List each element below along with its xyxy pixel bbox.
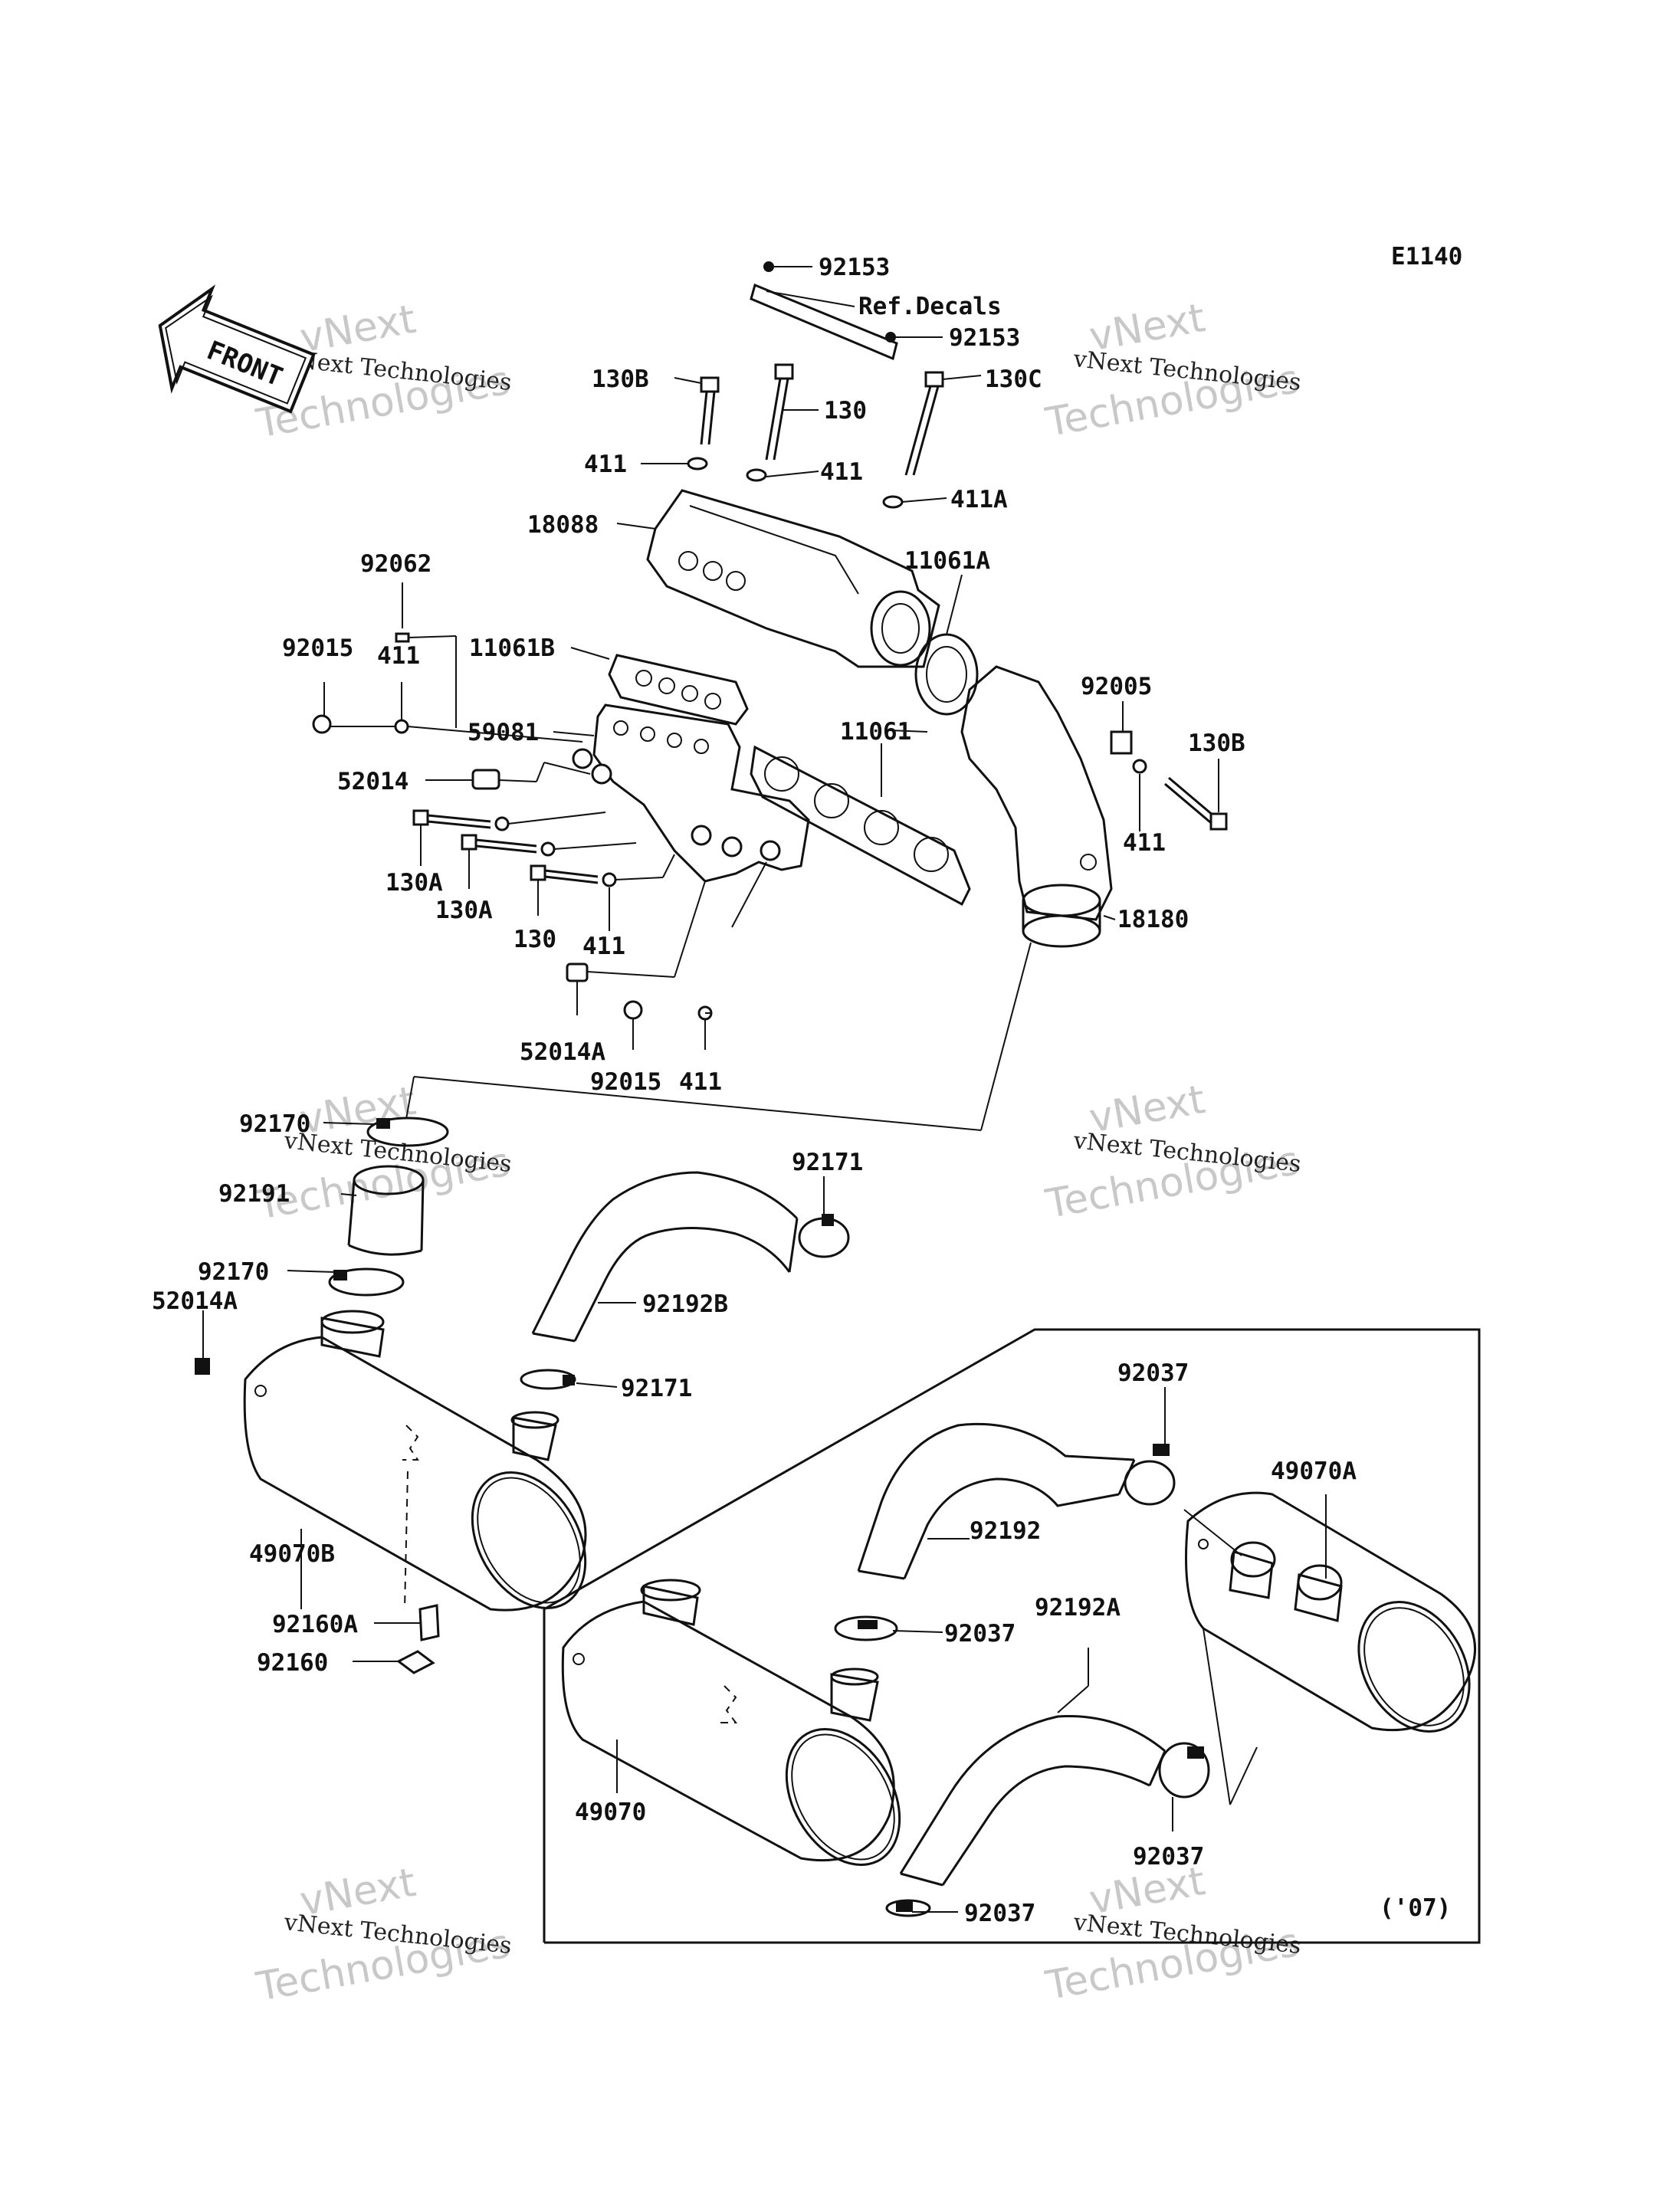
label-130: 130: [514, 926, 556, 953]
bolt-52014a-lower: [195, 1358, 210, 1375]
part-labels: 92153 Ref.Decals 92153 130B 130 130C 411…: [152, 254, 1451, 1927]
inset-frame: [543, 1328, 1481, 1944]
exhaust-pipe-18180: [960, 665, 1113, 948]
decal-plate: [750, 261, 898, 361]
label-18180: 18180: [1117, 906, 1189, 933]
clamp-92037-c: [1158, 1742, 1210, 1799]
label-411: 411: [1123, 829, 1166, 857]
sleeve-92191: [347, 1165, 425, 1256]
label-92160: [396, 1650, 435, 1674]
gasket-11061b: [608, 654, 749, 726]
label-411: 411: [679, 1068, 722, 1096]
clamp-92170-top: [366, 1117, 449, 1147]
label-92160: 92160: [257, 1649, 328, 1677]
label-92191: 92191: [218, 1180, 290, 1208]
label-130c: 130C: [985, 366, 1042, 393]
label-92037: 92037: [944, 1620, 1016, 1648]
label-411a: 411A: [950, 486, 1008, 513]
label-18088: 18088: [527, 511, 599, 539]
label-92153: 92153: [819, 254, 890, 281]
label-11061: 11061: [840, 718, 911, 746]
front-arrow-icon: FRONT: [158, 284, 316, 414]
hose-92192: [857, 1422, 1136, 1580]
label-411: 411: [582, 933, 625, 960]
label-92015: 92015: [590, 1068, 661, 1096]
label-92153: 92153: [949, 324, 1020, 352]
screw-92153-top: [763, 261, 774, 272]
label-92037: 92037: [964, 1900, 1035, 1927]
label-49070a: 49070A: [1271, 1458, 1357, 1485]
label-11061a: 11061A: [904, 547, 990, 575]
model-year-note: ('07): [1380, 1894, 1451, 1922]
label-92192b: 92192B: [642, 1290, 728, 1318]
muffler-49070a: [1183, 1491, 1476, 1733]
clamp-92170-bottom: [328, 1267, 405, 1297]
label-59081: 59081: [468, 719, 539, 746]
label-92015: 92015: [282, 635, 353, 662]
label-92005: 92005: [1081, 673, 1152, 700]
hose-92192b: [531, 1171, 799, 1343]
label-92171: 92171: [792, 1149, 863, 1176]
bolts-top: [687, 363, 944, 509]
gasket-11061: [750, 745, 971, 907]
clamp-92037-b: [834, 1615, 898, 1641]
label-411: 411: [584, 451, 627, 478]
label-ref-decals: Ref.Decals: [858, 293, 1002, 320]
label-92170: 92170: [198, 1258, 269, 1286]
clamp-92037-d: [885, 1899, 931, 1917]
clamp-92037-a: [1124, 1444, 1176, 1506]
label-411: 411: [377, 642, 420, 670]
label-52014a: 52014A: [152, 1287, 238, 1315]
label-130a: 130A: [386, 869, 443, 897]
screw-92153-right: [885, 332, 896, 343]
label-130: 130: [824, 397, 867, 425]
label-92037: 92037: [1133, 1843, 1204, 1871]
hose-92192a: [899, 1715, 1166, 1887]
label-52014a: 52014A: [520, 1038, 605, 1066]
label-92160a: [418, 1604, 440, 1641]
leader-lines: [202, 266, 1327, 1913]
label-92171: 92171: [621, 1375, 692, 1402]
label-92170: 92170: [239, 1110, 310, 1138]
label-130a: 130A: [435, 897, 493, 924]
label-130b: 130B: [592, 366, 649, 393]
label-411: 411: [820, 458, 863, 486]
muffler-49070b: [195, 1310, 587, 1612]
muffler-49070: [561, 1579, 901, 1866]
clamp-92171-lower: [520, 1369, 576, 1390]
manifold-cover: [646, 489, 940, 668]
clamp-92171-upper: [798, 1214, 850, 1258]
label-92037: 92037: [1117, 1359, 1189, 1387]
label-92192: 92192: [970, 1517, 1041, 1545]
label-49070: 49070: [575, 1799, 646, 1826]
exhaust-manifold: [572, 703, 810, 883]
label-92192a: 92192A: [1035, 1594, 1121, 1622]
label-92160a: 92160A: [272, 1611, 358, 1638]
label-52014: 52014: [337, 768, 409, 795]
label-92062: 92062: [360, 550, 431, 578]
label-49070b: 49070B: [249, 1540, 335, 1568]
label-11061b: 11061B: [469, 635, 555, 662]
label-130b: 130B: [1188, 730, 1245, 757]
diagram-code: E1140: [1391, 243, 1462, 271]
